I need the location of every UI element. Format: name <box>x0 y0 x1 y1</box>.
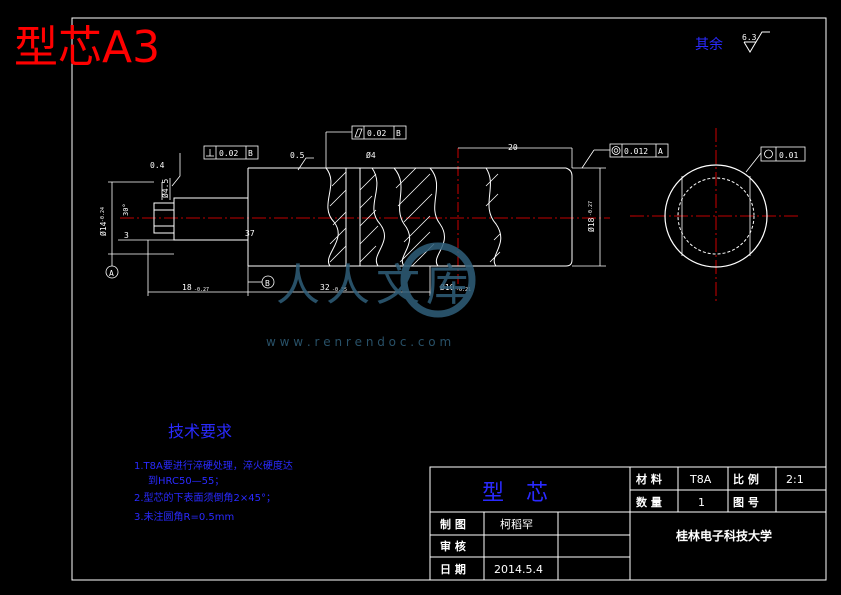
roughness-label: 其余 <box>695 36 723 53</box>
tech-req-item-3: 2.型芯的下表面须倒角2×45°； <box>134 491 276 504</box>
drawing-no-label: 图 号 <box>733 496 759 509</box>
dim-len-3: 3 <box>124 231 129 240</box>
tolerance-frame-cylindricity: 0.02 B <box>326 125 407 140</box>
dim-diam-10: Ø10 <box>440 282 455 292</box>
dim-diam-10-tol: -0.21 <box>456 287 471 293</box>
school-name: 桂林电子科技大学 <box>675 528 772 543</box>
svg-text:0.01: 0.01 <box>779 151 798 160</box>
date-value: 2014.5.4 <box>494 563 543 576</box>
dim-angle-30: 30° <box>122 203 130 216</box>
quantity-value: 1 <box>698 496 705 509</box>
date-label: 日 期 <box>440 562 466 576</box>
svg-text:B: B <box>396 129 401 138</box>
tech-req-item-4: 3.未注圆角R=0.5mm <box>134 510 234 523</box>
tolerance-frame-roundness: 0.01 <box>760 146 806 162</box>
scale-value: 2:1 <box>786 473 804 486</box>
material-value: T8A <box>689 473 712 486</box>
title-block <box>429 466 827 581</box>
tolerance-frame-concentricity: 0.012 A <box>594 143 669 158</box>
material-label: 材 料 <box>636 472 662 486</box>
svg-text:A: A <box>658 147 663 156</box>
drawn-label: 制 图 <box>440 517 466 531</box>
watermark: 人人文库 w w w . r e n r e n d o c . c o m <box>266 242 476 349</box>
dim-length-20: 20 <box>508 143 518 152</box>
scale-label: 比 例 <box>733 472 759 486</box>
drawn-value: 柯稻罕 <box>500 518 533 531</box>
tech-req-item-2: 到HRC50—55； <box>148 475 224 487</box>
dim-chamfer-05: 0.5 <box>290 151 305 160</box>
dim-diam-18: Ø18 <box>586 217 596 232</box>
part-side-view <box>630 128 800 302</box>
tech-req-item-1: 1.T8A要进行淬硬处理，淬火硬度达 <box>134 459 293 472</box>
dim-diam-4: Ø4 <box>366 150 376 160</box>
roughness-symbol <box>743 31 770 53</box>
dim-diam-14: Ø14 <box>98 221 108 236</box>
dim-len-18-tol: -0.27 <box>194 287 209 293</box>
dim-diam-45: Ø4.5 <box>160 179 170 198</box>
dim-chamfer-04: 0.4 <box>150 161 165 170</box>
svg-text:0.02: 0.02 <box>219 149 238 158</box>
dim-len-32-tol: -0.35 <box>332 287 347 293</box>
watermark-text: 人人文库 <box>276 260 476 311</box>
tolerance-frame-perpendicularity: 0.02 B <box>203 145 259 160</box>
svg-text:0.02: 0.02 <box>367 129 386 138</box>
dim-diam-18-tol: -0.27 <box>588 201 594 216</box>
watermark-url: w w w . r e n r e n d o c . c o m <box>266 335 451 349</box>
datum-a-label: A <box>109 269 114 278</box>
quantity-label: 数 量 <box>636 495 662 509</box>
svg-text:B: B <box>248 149 253 158</box>
dim-len-32: 32 <box>320 283 330 292</box>
svg-text:0.012: 0.012 <box>624 147 648 156</box>
drawing-title: 型芯A3 <box>14 22 160 73</box>
dim-diam-14-tol: -0.24 <box>100 207 106 222</box>
datum-b-label: B <box>265 279 270 288</box>
dim-len-37: 37 <box>245 229 255 238</box>
dim-len-18: 18 <box>182 283 192 292</box>
roughness-value: 6.3 <box>742 33 757 42</box>
checked-label: 审 核 <box>440 539 466 553</box>
part-name: 型 芯 <box>482 481 548 506</box>
tech-req-heading: 技术要求 <box>168 422 232 441</box>
part-front-view: A B 20 Ø4 0.5 0.4 Ø4.5 Ø14 -0.24 30° 3 3… <box>98 125 806 296</box>
